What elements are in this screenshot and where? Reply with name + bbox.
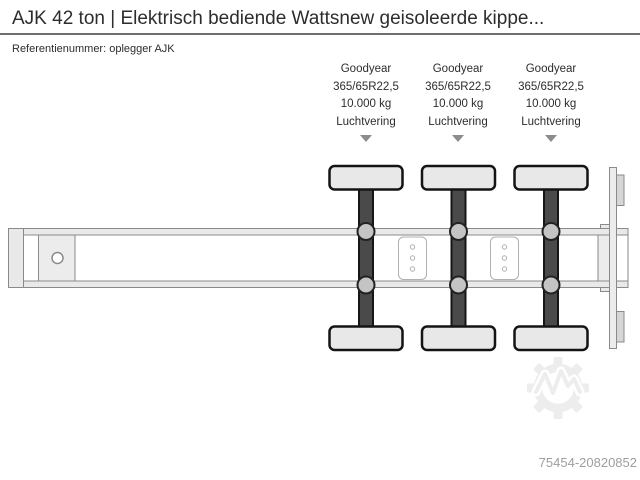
axle-load: 10.000 kg <box>525 98 577 110</box>
air-bag <box>356 275 376 295</box>
suspension-type: Luchtvering <box>521 115 581 128</box>
axle-beam <box>358 184 374 334</box>
bottom-rail <box>8 280 629 288</box>
air-bag <box>541 222 561 241</box>
chassis-frame <box>8 228 629 288</box>
kingpin-plate <box>38 234 76 282</box>
tyre-size: 365/65R22,5 <box>333 80 399 93</box>
rear-underrun-plate <box>609 167 617 349</box>
tire-top <box>328 164 404 191</box>
air-bag <box>449 222 468 241</box>
listing-id: 75454-20820852 <box>538 455 637 470</box>
front-cap <box>8 228 24 288</box>
axle-beam <box>450 184 467 334</box>
kingpin <box>51 251 64 265</box>
axle-label-column-1: Goodyear 365/65R22,5 10.000 kg Luchtveri… <box>311 61 421 142</box>
tyre-brand: Goodyear <box>340 63 392 75</box>
axle-3 <box>513 164 589 352</box>
crossmember-plate-2 <box>490 236 519 280</box>
tyre-brand: Goodyear <box>525 63 577 75</box>
tyre-size: 365/65R22,5 <box>425 80 491 93</box>
down-arrow-icon <box>452 135 464 142</box>
tyre-brand: Goodyear <box>432 63 484 75</box>
rear-bracket-bottom <box>616 311 625 343</box>
axle-load: 10.000 kg <box>340 98 392 110</box>
air-bag <box>449 275 468 295</box>
down-arrow-icon <box>545 135 557 142</box>
top-rail <box>8 228 629 236</box>
axle-2 <box>420 164 497 352</box>
rear-bracket-top <box>616 174 625 206</box>
tire-top <box>420 164 497 191</box>
reference-number: Referentienummer: oplegger AJK <box>12 43 175 55</box>
tire-bottom <box>420 325 497 352</box>
suspension-type: Luchtvering <box>336 115 396 128</box>
axle-1 <box>328 164 404 352</box>
suspension-type: Luchtvering <box>428 115 488 128</box>
tire-bottom <box>328 325 404 352</box>
crossmember-plate-1 <box>398 236 427 280</box>
axle-load: 10.000 kg <box>432 98 484 110</box>
down-arrow-icon <box>360 135 372 142</box>
rear-end <box>597 167 625 349</box>
axle-beam <box>543 184 559 334</box>
air-bag <box>356 222 376 241</box>
tire-top <box>513 164 589 191</box>
tyre-size: 365/65R22,5 <box>518 80 584 93</box>
air-bag <box>541 275 561 295</box>
title-divider <box>0 33 640 35</box>
axle-label-column-2: Goodyear 365/65R22,5 10.000 kg Luchtveri… <box>403 61 513 142</box>
page-title: AJK 42 ton | Elektrisch bediende Wattsne… <box>12 8 545 29</box>
gear-m-logo-watermark-icon <box>527 357 589 419</box>
axle-label-column-3: Goodyear 365/65R22,5 10.000 kg Luchtveri… <box>496 61 606 142</box>
tire-bottom <box>513 325 589 352</box>
